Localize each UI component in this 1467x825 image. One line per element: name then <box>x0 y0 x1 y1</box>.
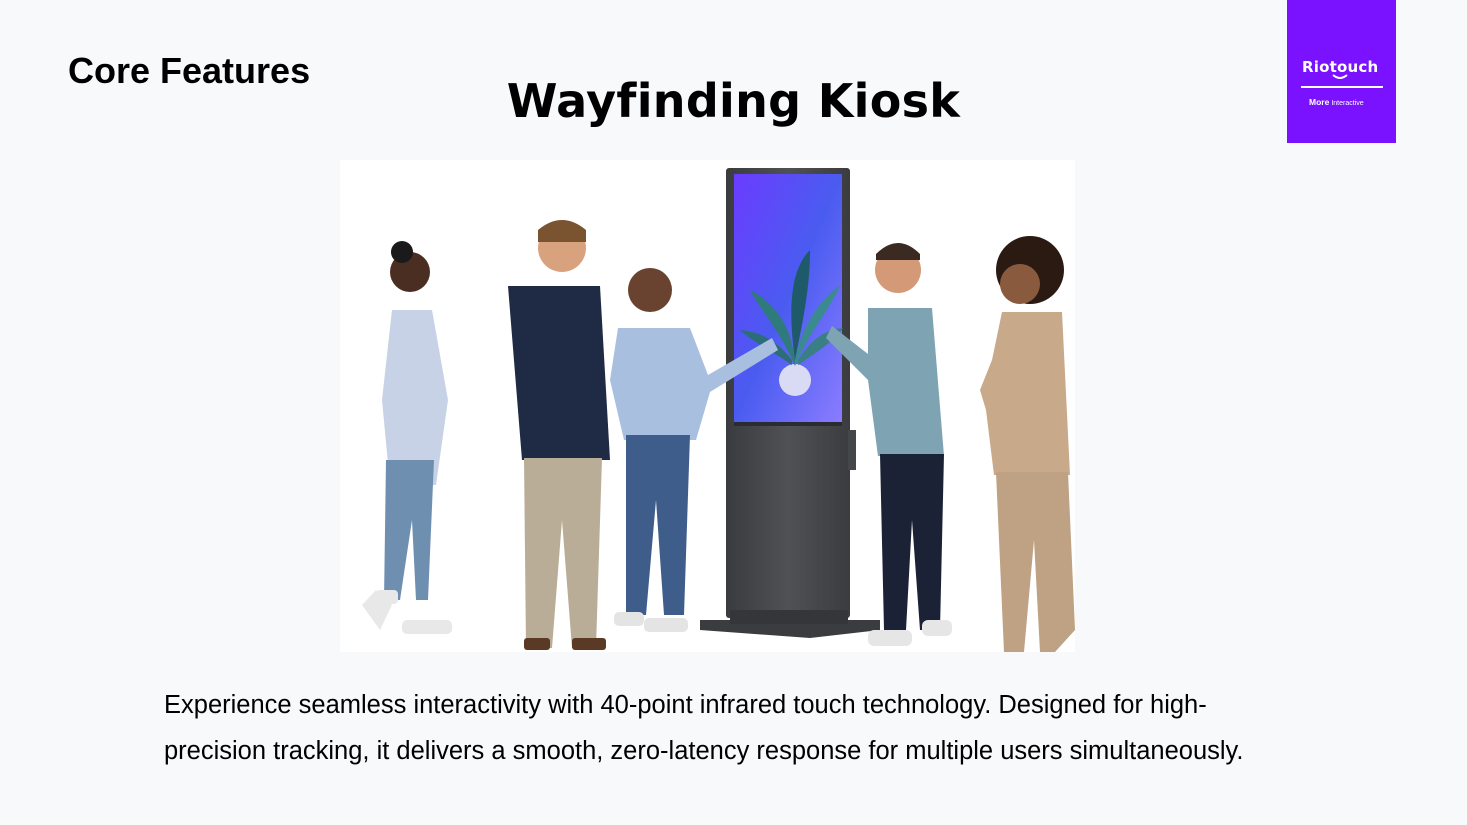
logo-tagline-bold: More <box>1309 97 1330 107</box>
person-4 <box>826 243 952 646</box>
person-2 <box>508 220 610 650</box>
logo-divider <box>1301 86 1383 88</box>
logo-tagline-rest: Interactive <box>1331 100 1364 107</box>
section-title: Core Features <box>68 50 311 91</box>
page-title: Wayfinding Kiosk <box>506 74 961 128</box>
person-1 <box>362 241 452 634</box>
person-3 <box>610 268 778 632</box>
logo-wordmark: Riotouch <box>1302 58 1379 76</box>
logo-smile-icon <box>1332 74 1348 79</box>
description-line-1: Experience seamless interactivity with 4… <box>164 691 1207 719</box>
person-5 <box>980 236 1075 652</box>
description-line-2: precision tracking, it delivers a smooth… <box>164 737 1244 765</box>
kiosk-photo <box>340 160 1075 652</box>
description: Experience seamless interactivity with 4… <box>164 682 1364 774</box>
